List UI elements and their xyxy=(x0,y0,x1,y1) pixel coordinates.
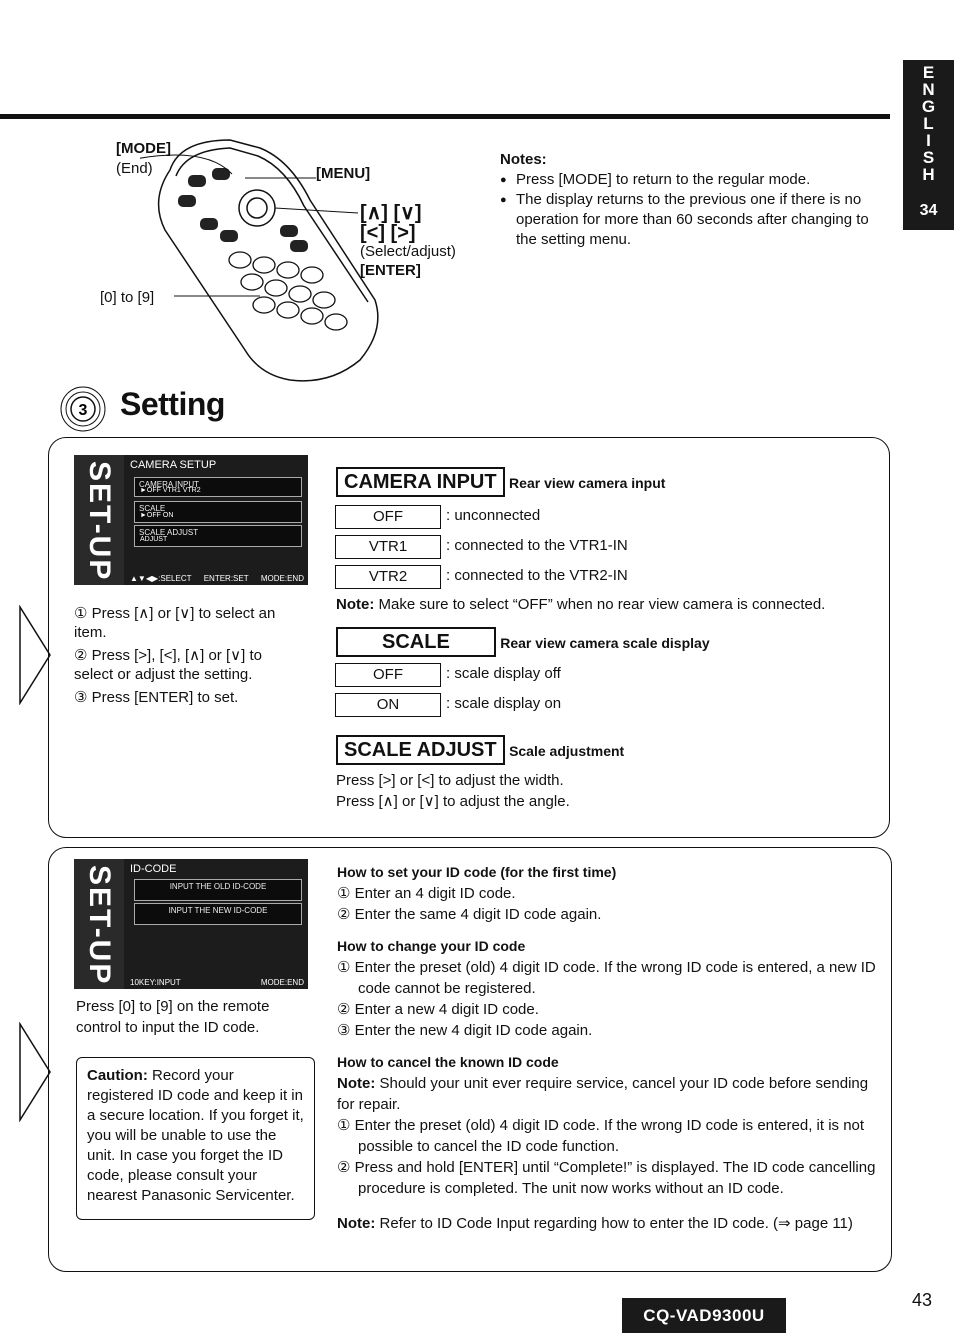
screen-footer: 10KEY:INPUT MODE:END xyxy=(130,978,304,987)
option-on: ON xyxy=(335,693,441,717)
screen-camera-input-opts: ►OFF VTR1 VTR2 xyxy=(140,487,201,494)
screen-camera-input: CAMERA INPUT xyxy=(134,477,302,497)
scale-header: SCALE Rear view camera scale display xyxy=(336,627,710,657)
section-page: 34 xyxy=(919,202,938,219)
camera-setup-panel xyxy=(48,437,890,838)
camera-input-header: CAMERA INPUT Rear view camera input xyxy=(336,467,665,497)
setup-tag: SET-UP xyxy=(74,455,124,585)
cancel-step: ② Press and hold [ENTER] until “Complete… xyxy=(337,1159,876,1197)
set-step: ② Enter the same 4 digit ID code again. xyxy=(337,906,602,923)
note-item: Press [MODE] to return to the regular mo… xyxy=(500,170,890,190)
panel-arrow-icon xyxy=(19,605,51,705)
change-step: ③ Enter the new 4 digit ID code again. xyxy=(337,1022,593,1039)
section-number-badge: 3 xyxy=(60,386,106,432)
arrows-label-2: [<] [>] xyxy=(360,222,416,244)
id-code-panel xyxy=(48,847,892,1272)
enter-label: [ENTER] xyxy=(360,262,421,279)
change-heading: How to change your ID code xyxy=(337,938,526,954)
option-vtr2: VTR2 xyxy=(335,565,441,589)
option-desc: : scale display off xyxy=(446,665,561,682)
camera-input-sub: Rear view camera input xyxy=(509,475,666,491)
option-off: OFF xyxy=(335,663,441,687)
option-desc: : connected to the VTR1-IN xyxy=(446,537,628,554)
scale-adjust-header: SCALE ADJUST Scale adjustment xyxy=(336,735,624,765)
screen-scale-adjust: SCALE ADJUST xyxy=(134,525,302,547)
scale-adjust-line: Press [∧] or [∨] to adjust the angle. xyxy=(336,793,570,810)
cancel-note: Note: Should your unit ever require serv… xyxy=(337,1075,869,1113)
option-vtr1: VTR1 xyxy=(335,535,441,559)
cancel-heading: How to cancel the known ID code xyxy=(337,1054,559,1070)
scale-adjust-line: Press [>] or [<] to adjust the width. xyxy=(336,772,564,789)
option-desc: : unconnected xyxy=(446,507,541,524)
top-rule xyxy=(0,114,890,119)
mode-label: [MODE] xyxy=(116,140,171,157)
notes: Notes: Press [MODE] to return to the reg… xyxy=(500,150,890,250)
set-heading: How to set your ID code (for the first t… xyxy=(337,864,617,880)
id-code-screen: SET-UP ID-CODE INPUT THE OLD ID-CODE INP… xyxy=(74,859,308,989)
section-title: Setting xyxy=(120,386,225,422)
screen-old-code: INPUT THE OLD ID-CODE xyxy=(134,879,302,901)
screen-scale: SCALE xyxy=(134,501,302,523)
panel-arrow-icon xyxy=(19,1022,51,1122)
camera-setup-steps: ① Press [∧] or [∨] to select an item. ② … xyxy=(74,604,304,711)
id-code-instruction: Press [0] to [9] on the remote control t… xyxy=(76,998,270,1036)
screen-title: ID-CODE xyxy=(130,863,177,875)
step: ③ Press [ENTER] to set. xyxy=(74,689,239,706)
model-badge: CQ-VAD9300U xyxy=(622,1298,786,1333)
section-number: 3 xyxy=(79,402,88,419)
change-step: ① Enter the preset (old) 4 digit ID code… xyxy=(337,959,876,997)
note-item: The display returns to the previous one … xyxy=(500,190,890,250)
final-note: Note: Refer to ID Code Input regarding h… xyxy=(337,1215,853,1232)
notes-heading: Notes: xyxy=(500,151,547,168)
cancel-step: ① Enter the preset (old) 4 digit ID code… xyxy=(337,1117,865,1155)
setup-tag: SET-UP xyxy=(74,859,124,989)
page-number: 43 xyxy=(912,1290,933,1310)
end-label: (End) xyxy=(116,160,153,177)
camera-input-note: Note: Make sure to select “OFF” when no … xyxy=(336,596,826,613)
arrows-label-1: [∧] [∨] xyxy=(360,202,422,224)
digits-label: [0] to [9] xyxy=(100,289,155,306)
scale-sub: Rear view camera scale display xyxy=(500,635,710,651)
change-step: ② Enter a new 4 digit ID code. xyxy=(337,1001,539,1018)
set-step: ① Enter an 4 digit ID code. xyxy=(337,885,516,902)
screen-adjust-opt: ADJUST xyxy=(140,536,168,543)
scale-adjust-sub: Scale adjustment xyxy=(509,743,625,759)
caution-box: Caution: Record your registered ID code … xyxy=(76,1057,315,1220)
id-code-text: How to set your ID code (for the first t… xyxy=(337,862,877,1234)
screen-title: CAMERA SETUP xyxy=(130,459,217,471)
option-desc: : scale display on xyxy=(446,695,562,712)
screen-scale-opts: ►OFF ON xyxy=(140,512,174,519)
option-desc: : connected to the VTR2-IN xyxy=(446,567,628,584)
step: ① Press [∧] or [∨] to select an item. xyxy=(74,605,276,641)
option-off: OFF xyxy=(335,505,441,529)
camera-setup-screen: SET-UP CAMERA SETUP CAMERA INPUT ►OFF VT… xyxy=(74,455,308,585)
remote-control-illustration xyxy=(140,139,379,382)
screen-footer: ▲▼◀▶:SELECT ENTER:SET MODE:END xyxy=(130,574,304,583)
screen-new-code: INPUT THE NEW ID-CODE xyxy=(134,903,302,925)
menu-label: [MENU] xyxy=(316,165,371,182)
select-adjust-label: (Select/adjust) xyxy=(360,243,456,260)
step: ② Press [>], [<], [∧] or [∨] to select o… xyxy=(74,647,262,683)
